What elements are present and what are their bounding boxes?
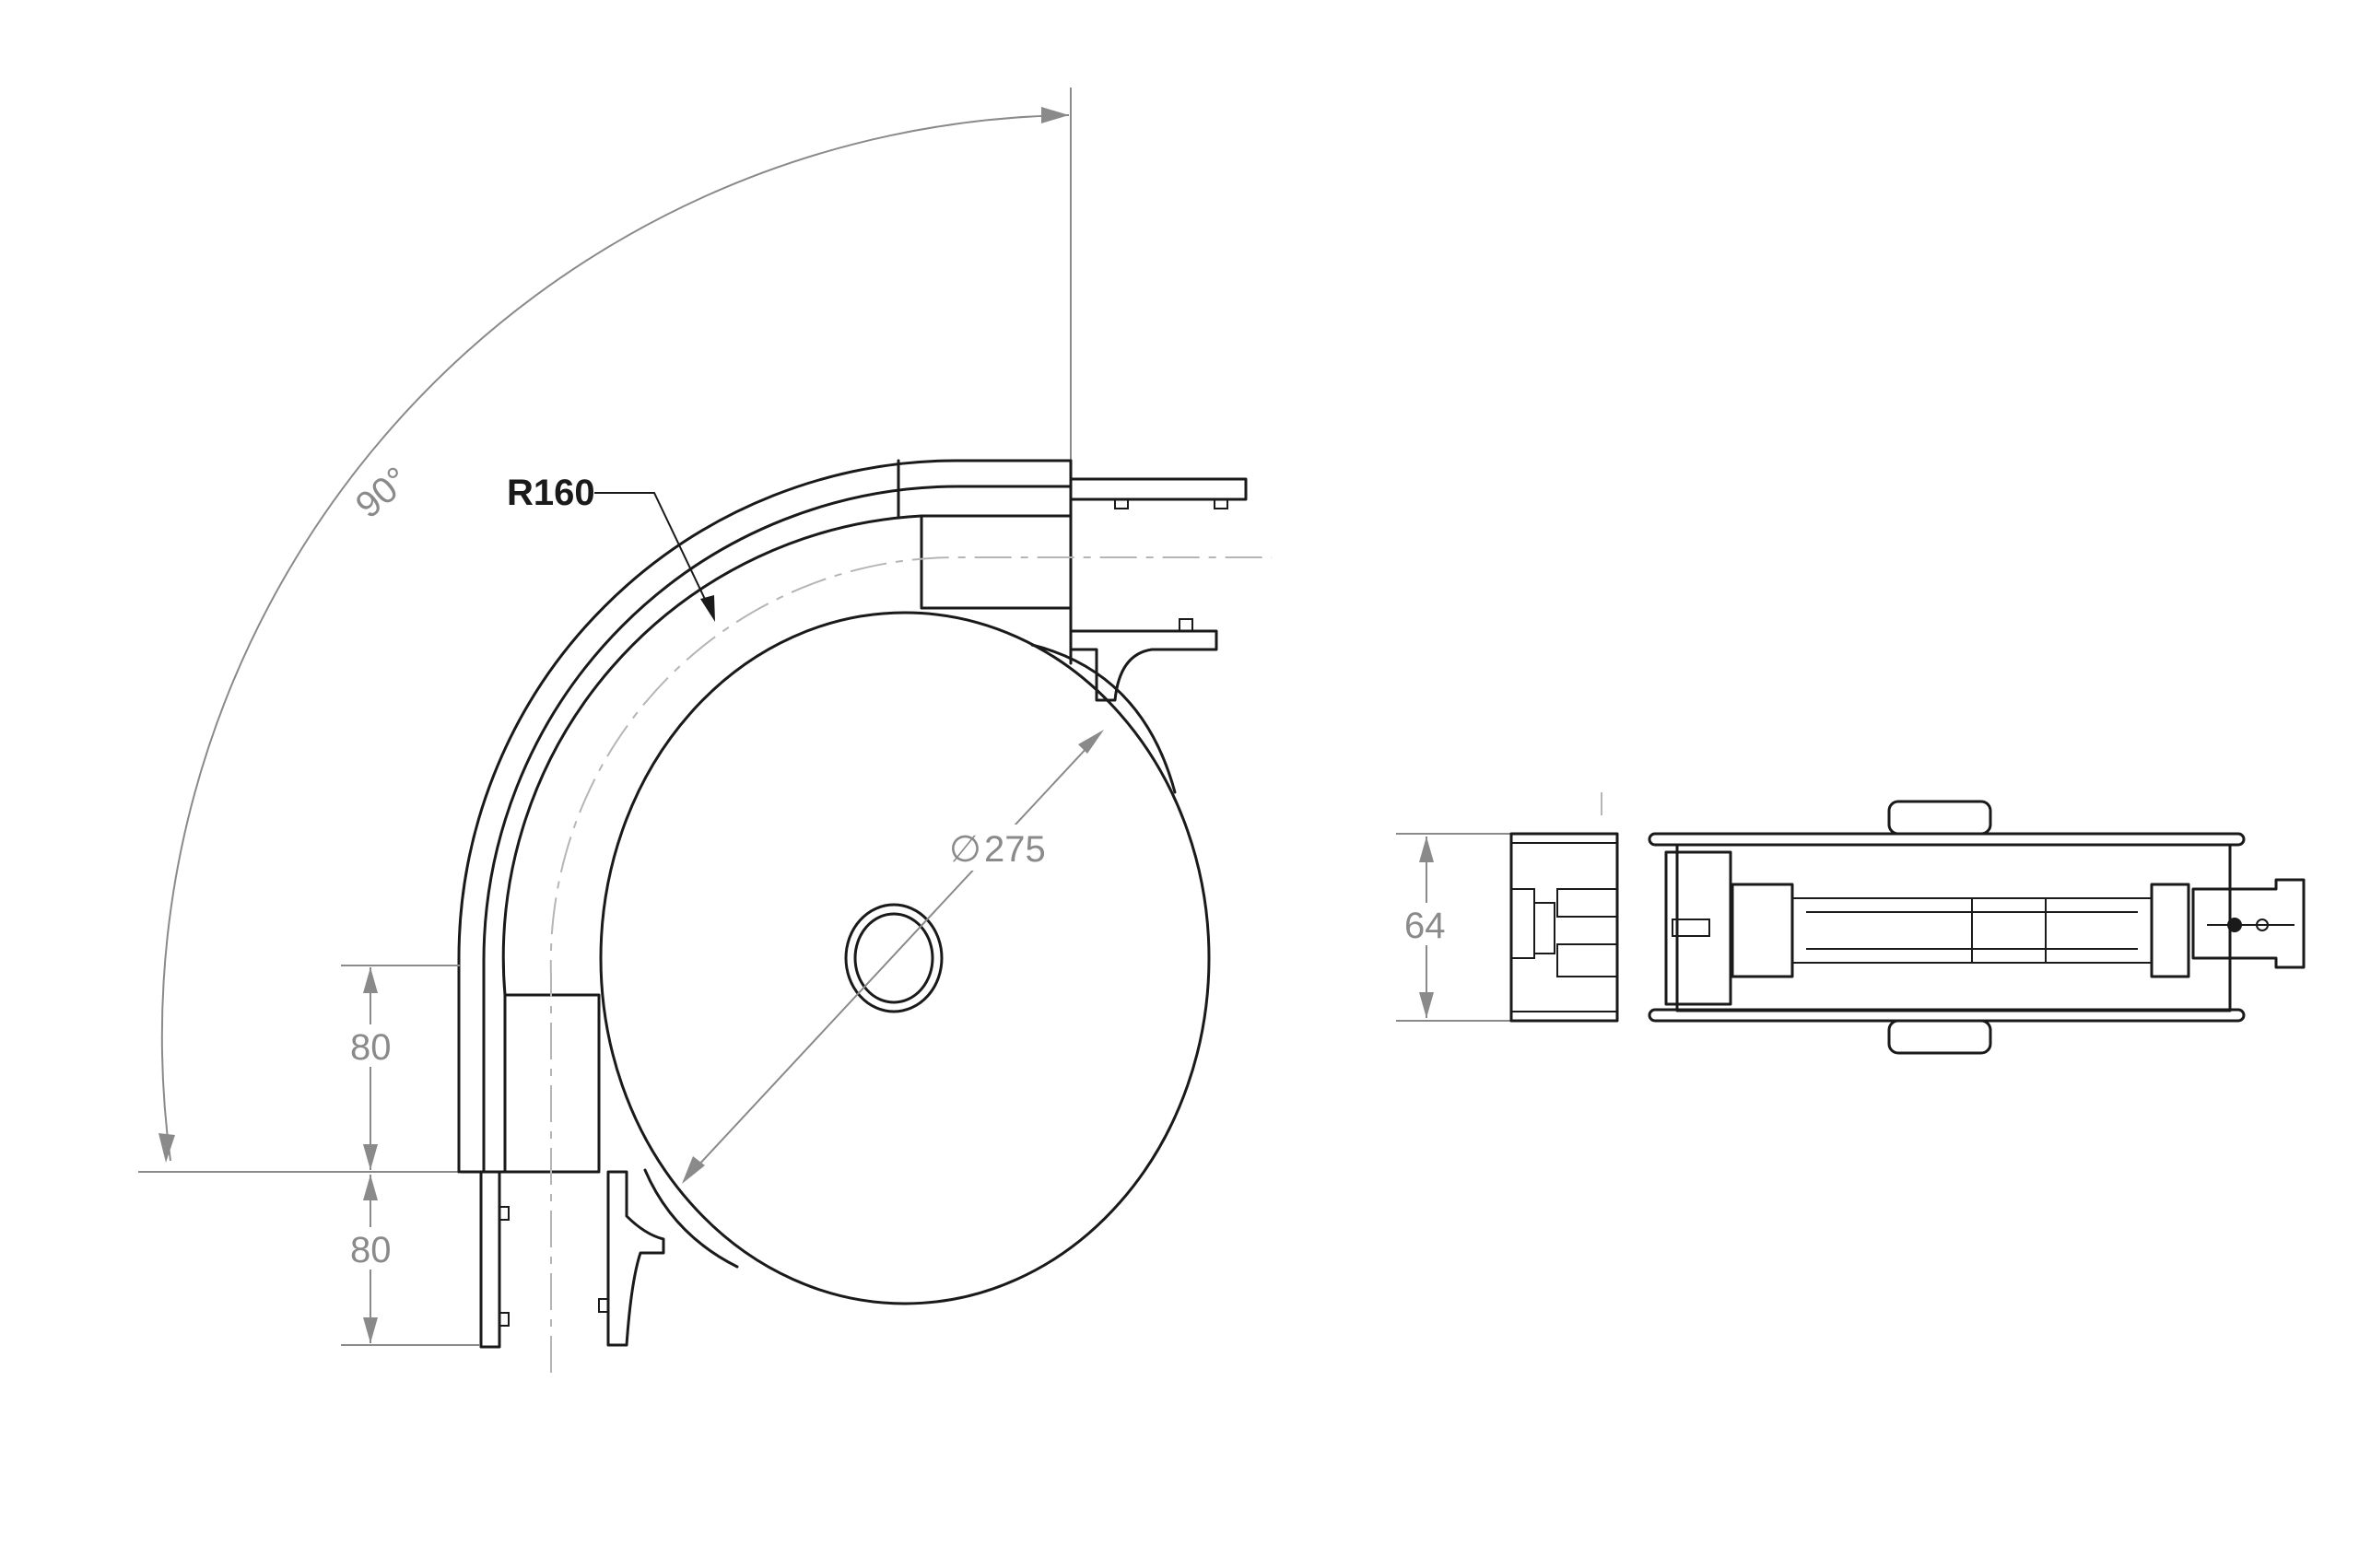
arrow-a [363, 967, 378, 993]
angle-arrow-top [1041, 107, 1069, 123]
hub-pin [1672, 919, 1710, 937]
wheel-rim-lower [643, 1168, 739, 1269]
diameter-arrow-top [1078, 730, 1104, 754]
bolt-6 [598, 1298, 609, 1313]
left-slot-lower [1556, 943, 1618, 977]
angle-arc [160, 114, 1070, 1162]
radius-leader [594, 492, 712, 614]
rail-outer-edge [457, 459, 1073, 1174]
arrow-c [363, 1175, 378, 1200]
angle-label: 90° [348, 460, 417, 527]
rail-inner-edge [501, 514, 1073, 1174]
label-bg-upper [348, 1024, 394, 1067]
bolt-5 [499, 1312, 510, 1327]
bolt-1 [1114, 498, 1129, 509]
curved-rail [457, 459, 1073, 1174]
rail-outer-inner-edge [482, 485, 1073, 1174]
arrow-d [363, 1317, 378, 1343]
right-bearing [2150, 883, 2190, 978]
left-clamp [1533, 902, 1555, 954]
bolt-2 [1214, 498, 1228, 509]
right-post-bracket [606, 1170, 665, 1347]
right-mount [2191, 878, 2306, 969]
radius-centerline [549, 556, 1272, 1373]
diameter-line [683, 731, 1102, 1182]
diameter-arrow-bottom [682, 1156, 705, 1184]
wheel-outer [599, 611, 1211, 1305]
radius-label: R160 [507, 473, 595, 513]
bolt-4 [499, 1206, 510, 1221]
bolt-3 [1179, 618, 1193, 632]
leg-upper-label: 80 [350, 1027, 392, 1068]
bottom-roller [1887, 1019, 1992, 1055]
height-label: 64 [1404, 906, 1446, 946]
hub-block [1664, 850, 1732, 1006]
mount-pin-1 [2227, 918, 2242, 932]
left-slot-upper [1556, 888, 1618, 918]
arrow-top [1419, 837, 1434, 862]
left-block [1509, 832, 1619, 1023]
height-dimension: 64 [1396, 833, 1511, 1022]
hub-inner [853, 912, 934, 1004]
center-frame [1675, 843, 2232, 1012]
left-post [479, 1170, 501, 1349]
side-view: 64 [1396, 792, 2306, 1055]
upper-bracket [1069, 629, 1218, 702]
mount-pin-2 [2256, 919, 2269, 931]
wheel [599, 611, 1211, 1305]
label-bg [1402, 903, 1452, 945]
top-plate [1069, 477, 1248, 501]
belt-top [1648, 832, 2246, 847]
leg-lower-label: 80 [350, 1230, 392, 1270]
wheel-rim-upper [1030, 643, 1177, 794]
top-bracket [1069, 477, 1248, 702]
diameter-label: 275 [984, 829, 1046, 870]
bottom-brackets [479, 1170, 665, 1349]
arrow-bottom [1419, 992, 1434, 1018]
rail-upper-block [920, 514, 1073, 610]
diameter-symbol: ∅ [949, 829, 981, 870]
front-view: 90° R160 [138, 88, 1272, 1373]
diameter-dimension: ∅ 275 [682, 730, 1104, 1184]
top-roller [1887, 800, 1992, 836]
side-body [1509, 800, 2306, 1055]
arrow-b [363, 1144, 378, 1170]
radius-arrow [700, 595, 715, 622]
radius-dimension: R160 [507, 473, 715, 622]
left-notch [1511, 888, 1535, 959]
bearing-block [1731, 883, 1794, 978]
rail-lower-block [503, 993, 601, 1172]
label-bg-lower [348, 1227, 394, 1270]
angle-arrow-left [158, 1133, 175, 1163]
leg-dimensions: 80 80 [341, 965, 479, 1346]
diameter-label-bg [945, 825, 1055, 871]
hub-outer [844, 903, 944, 1013]
